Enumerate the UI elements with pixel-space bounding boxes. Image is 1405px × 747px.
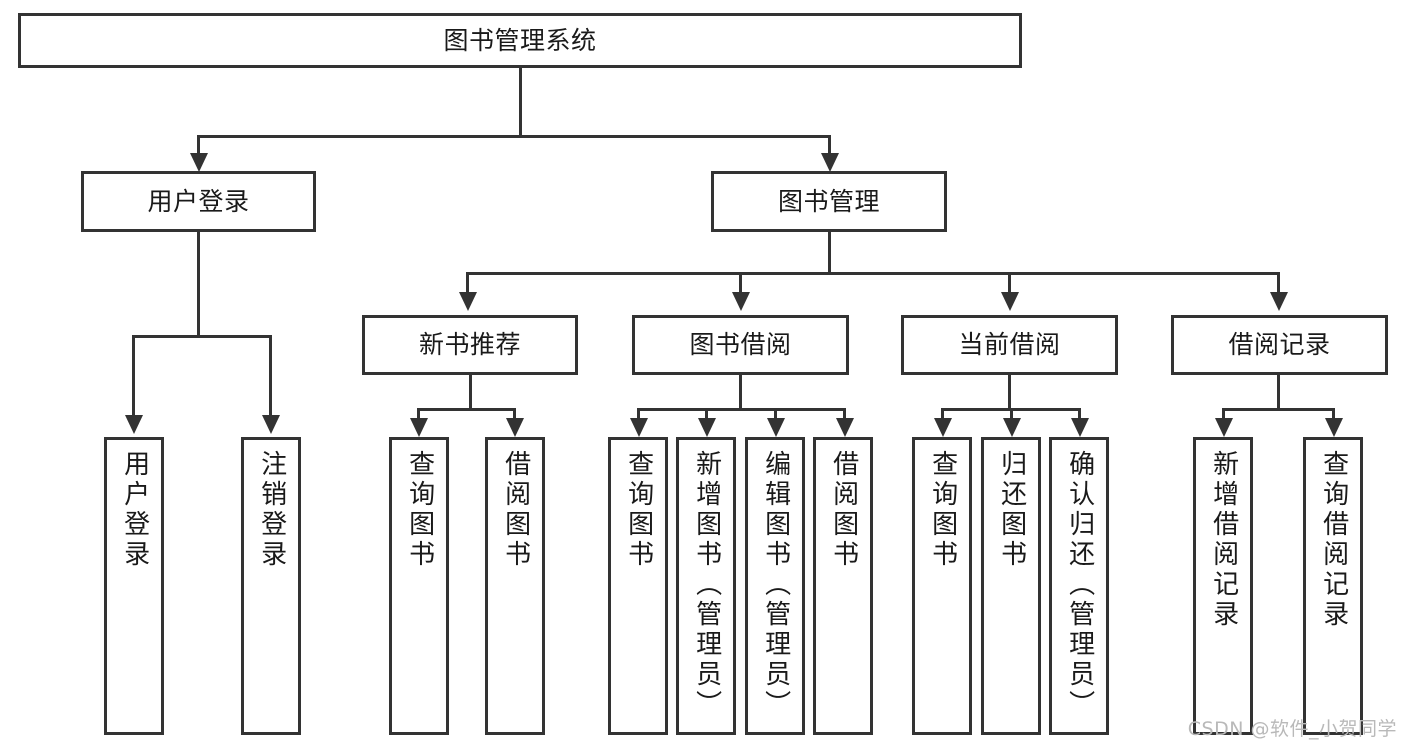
arrowhead-user-login: [190, 153, 208, 172]
node-leaf-user-logout-label: 注销登录: [256, 450, 287, 570]
edge-bb-drop-3: [774, 408, 777, 420]
edge-cb-drop-3: [1078, 408, 1081, 420]
edge-cb-drop-1: [941, 408, 944, 420]
csdn-watermark: CSDN @软件_小贺同学: [1187, 718, 1397, 740]
node-book-management[interactable]: 图书管理: [711, 171, 947, 232]
node-leaf-query-record-label: 查询借阅记录: [1318, 450, 1349, 630]
edge-bb-drop-1: [637, 408, 640, 420]
edge-bm-drop-4: [1277, 272, 1280, 294]
arrowhead-leaf-query-book-2: [630, 418, 648, 437]
node-leaf-confirm-return[interactable]: 确认归还（管理员）: [1049, 437, 1109, 735]
edge-bb-drop-4: [843, 408, 846, 420]
arrowhead-current-borrow: [1001, 292, 1019, 311]
node-leaf-user-login-label: 用户登录: [119, 450, 150, 570]
node-leaf-confirm-return-label: 确认归还（管理员）: [1064, 450, 1095, 720]
node-leaf-edit-book-label: 编辑图书（管理员）: [760, 450, 791, 720]
arrowhead-leaf-query-record: [1325, 418, 1343, 437]
edge-cb-drop-2: [1010, 408, 1013, 420]
node-root-label: 图书管理系统: [443, 25, 597, 55]
node-leaf-edit-book[interactable]: 编辑图书（管理员）: [745, 437, 805, 735]
arrowhead-leaf-add-record: [1215, 418, 1233, 437]
edge-bb-trunk: [739, 375, 742, 408]
node-leaf-query-book-2-label: 查询图书: [623, 450, 654, 570]
node-new-book-recommend-label: 新书推荐: [418, 330, 521, 360]
edge-br-drop-2: [1332, 408, 1335, 420]
node-leaf-user-logout[interactable]: 注销登录: [241, 437, 301, 735]
edge-br-bus: [1222, 408, 1335, 411]
node-leaf-borrow-book-1[interactable]: 借阅图书: [485, 437, 545, 735]
edge-nbr-trunk: [469, 375, 472, 408]
edge-bb-drop-2: [705, 408, 708, 420]
node-leaf-add-book[interactable]: 新增图书（管理员）: [676, 437, 736, 735]
edge-user-login-trunk: [197, 232, 200, 335]
node-current-borrow-label: 当前借阅: [958, 330, 1061, 360]
arrowhead-book-management: [821, 153, 839, 172]
edge-nbr-drop-1: [417, 408, 420, 420]
arrowhead-leaf-borrow-book-2: [836, 418, 854, 437]
edge-root-trunk: [519, 67, 522, 135]
arrowhead-new-book-recommend: [459, 292, 477, 311]
node-new-book-recommend[interactable]: 新书推荐: [362, 315, 578, 375]
edge-root-to-user-login: [197, 135, 200, 161]
arrowhead-leaf-borrow-book-1: [506, 418, 524, 437]
edge-br-trunk: [1277, 375, 1280, 408]
edge-user-login-drop-1: [132, 335, 135, 417]
edge-bm-drop-1: [466, 272, 469, 294]
node-book-borrow[interactable]: 图书借阅: [632, 315, 849, 375]
edge-bb-bus: [637, 408, 846, 411]
edge-book-management-trunk: [828, 232, 831, 272]
edge-user-login-bus: [132, 335, 272, 338]
node-leaf-borrow-book-2-label: 借阅图书: [828, 450, 859, 570]
arrowhead-borrow-record: [1270, 292, 1288, 311]
node-leaf-user-login[interactable]: 用户登录: [104, 437, 164, 735]
node-root[interactable]: 图书管理系统: [18, 13, 1022, 68]
node-leaf-query-book-3[interactable]: 查询图书: [912, 437, 972, 735]
edge-user-login-drop-2: [269, 335, 272, 417]
node-leaf-borrow-book-1-label: 借阅图书: [500, 450, 531, 570]
node-current-borrow[interactable]: 当前借阅: [901, 315, 1118, 375]
edge-book-management-bus: [466, 272, 1280, 275]
arrowhead-leaf-return-book: [1003, 418, 1021, 437]
node-user-login[interactable]: 用户登录: [81, 171, 316, 232]
node-borrow-record-label: 借阅记录: [1228, 330, 1331, 360]
node-leaf-return-book[interactable]: 归还图书: [981, 437, 1041, 735]
node-leaf-add-book-label: 新增图书（管理员）: [691, 450, 722, 720]
node-book-borrow-label: 图书借阅: [689, 330, 792, 360]
node-book-management-label: 图书管理: [777, 186, 880, 216]
node-user-login-label: 用户登录: [147, 186, 250, 216]
node-leaf-borrow-book-2[interactable]: 借阅图书: [813, 437, 873, 735]
node-leaf-query-book-1-label: 查询图书: [404, 450, 435, 570]
arrowhead-leaf-user-login: [125, 415, 143, 434]
edge-nbr-bus: [417, 408, 516, 411]
node-borrow-record[interactable]: 借阅记录: [1171, 315, 1388, 375]
node-leaf-add-record-label: 新增借阅记录: [1208, 450, 1239, 630]
edge-bm-drop-2: [739, 272, 742, 294]
edge-cb-trunk: [1008, 375, 1011, 408]
edge-root-bus: [197, 135, 831, 138]
node-leaf-return-book-label: 归还图书: [996, 450, 1027, 570]
node-leaf-add-record[interactable]: 新增借阅记录: [1193, 437, 1253, 735]
node-leaf-query-book-1[interactable]: 查询图书: [389, 437, 449, 735]
edge-br-drop-1: [1222, 408, 1225, 420]
edge-bm-drop-3: [1008, 272, 1011, 294]
node-leaf-query-record[interactable]: 查询借阅记录: [1303, 437, 1363, 735]
node-leaf-query-book-3-label: 查询图书: [927, 450, 958, 570]
node-leaf-query-book-2[interactable]: 查询图书: [608, 437, 668, 735]
arrowhead-leaf-query-book-3: [934, 418, 952, 437]
arrowhead-leaf-confirm-return: [1071, 418, 1089, 437]
arrowhead-leaf-edit-book: [767, 418, 785, 437]
arrowhead-book-borrow: [732, 292, 750, 311]
arrowhead-leaf-add-book: [698, 418, 716, 437]
arrowhead-leaf-query-book-1: [410, 418, 428, 437]
arrowhead-leaf-user-logout: [262, 415, 280, 434]
edge-root-to-book-management: [828, 135, 831, 161]
edge-nbr-drop-2: [513, 408, 516, 420]
